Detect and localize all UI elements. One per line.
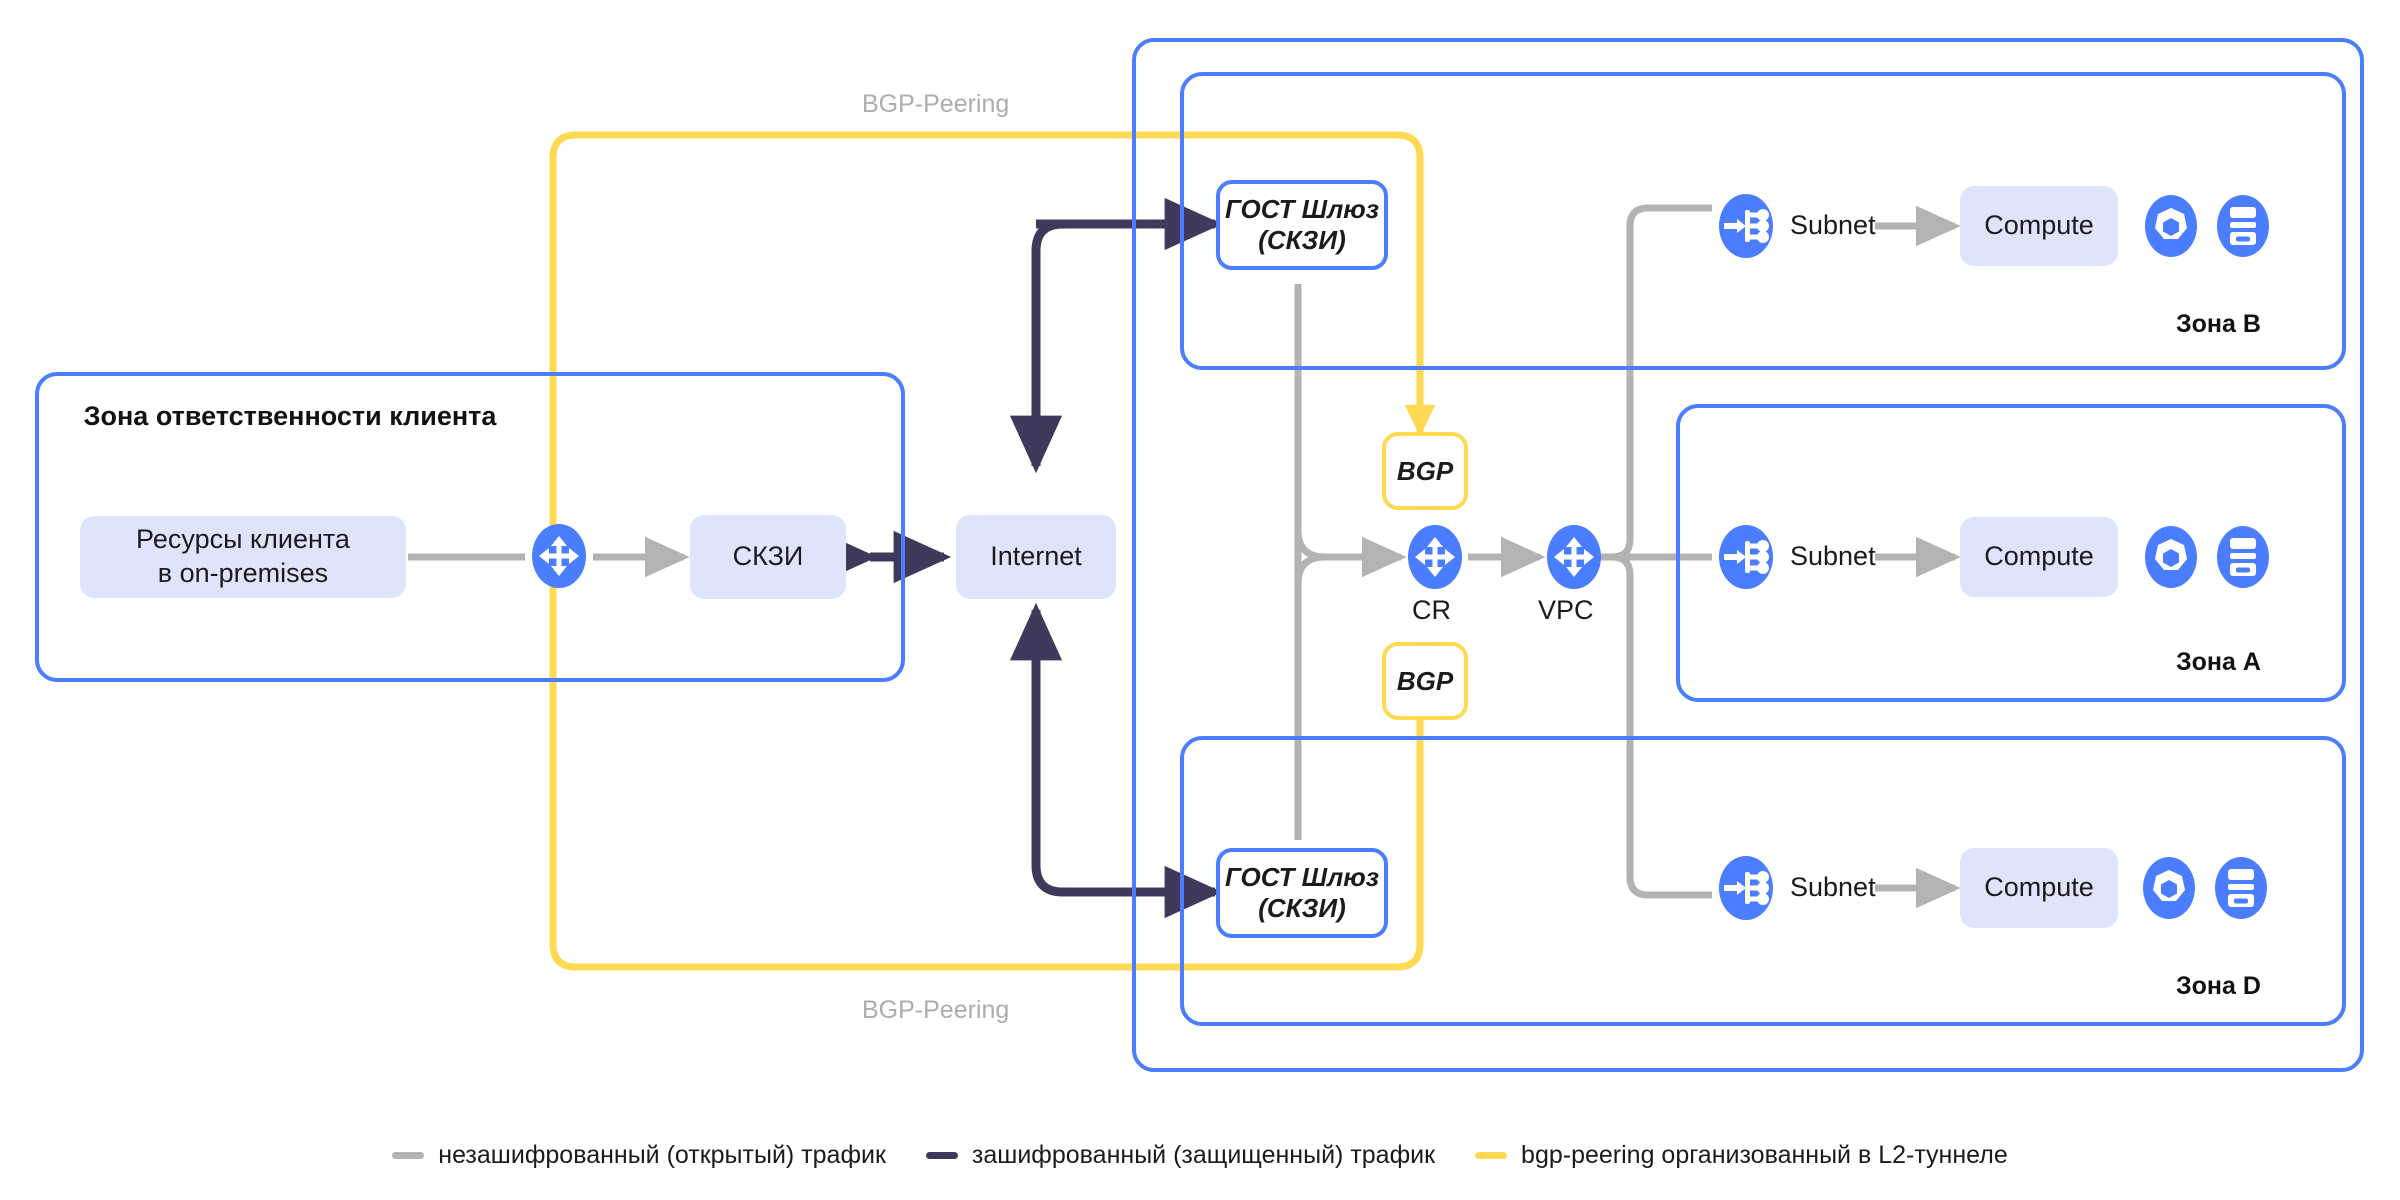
skzi-label: СКЗИ xyxy=(732,541,804,572)
vpc-router-icon xyxy=(1540,523,1608,591)
zone-b-subnet-icon xyxy=(1712,192,1780,260)
legend-swatch-plain-icon xyxy=(392,1151,425,1159)
grey-gateway-spine xyxy=(1294,284,1407,840)
zone-b-kubernetes-icon xyxy=(2140,192,2202,260)
bgp-box-top-label: BGP xyxy=(1396,455,1454,486)
zone-b-container xyxy=(1180,72,2346,370)
gost-gateway-bottom-line2: (СКЗИ) xyxy=(1258,893,1346,923)
zone-d-kubernetes-icon xyxy=(2138,854,2200,922)
zone-d-subnet-label: Subnet xyxy=(1790,872,1876,902)
legend-label-bgp: bgp-peering организованный в L2-туннеле xyxy=(1521,1140,2008,1169)
zone-a-label: Зона A xyxy=(2176,648,2261,676)
dark-internet-to-gateway-bottom xyxy=(1009,602,1223,919)
legend-swatch-encrypted-icon xyxy=(925,1151,958,1159)
gost-gateway-top-line2: (СКЗИ) xyxy=(1258,225,1346,255)
grey-subnet-compute-links xyxy=(1875,205,1961,909)
internet-box: Internet xyxy=(956,515,1116,599)
zone-d-subnet-icon xyxy=(1712,854,1780,922)
yellow-bgp-peering-top xyxy=(549,131,1436,560)
bgp-box-bottom-label: BGP xyxy=(1396,665,1454,696)
zone-a-subnet-label: Subnet xyxy=(1790,541,1876,571)
zone-a-kubernetes-icon xyxy=(2140,523,2202,591)
legend-item-plain: незашифрованный (открытый) трафик xyxy=(392,1141,886,1170)
cr-router-icon xyxy=(1401,523,1469,591)
zone-d-compute-label: Compute xyxy=(1984,872,2094,903)
legend-item-bgp: bgp-peering организованный в L2-туннеле xyxy=(1475,1141,2008,1170)
zone-a-compute-label: Compute xyxy=(1984,541,2094,572)
gost-gateway-top: ГОСТ Шлюз (СКЗИ) xyxy=(1216,180,1388,270)
legend-label-encrypted: зашифрованный (защищенный) трафик xyxy=(971,1140,1436,1169)
cloud-outer-container xyxy=(1132,38,2364,1072)
grey-vpc-subnet-bus xyxy=(1595,204,1712,899)
zone-d-database-icon xyxy=(2210,854,2272,922)
legend: незашифрованный (открытый) трафик зашифр… xyxy=(0,1130,2400,1180)
gost-gateway-top-line1: ГОСТ Шлюз xyxy=(1224,193,1380,224)
zone-b-compute-box: Compute xyxy=(1960,186,2118,266)
legend-label-plain: незашифрованный (открытый) трафик xyxy=(438,1140,886,1169)
skzi-box: СКЗИ xyxy=(690,515,846,599)
zone-d-label: Зона D xyxy=(2176,972,2261,1000)
bgp-box-top: BGP xyxy=(1382,432,1468,510)
onprem-resources-label: Ресурсы клиента в on-premises xyxy=(136,524,350,588)
dark-internet-to-gateway-top xyxy=(1009,197,1266,474)
bgp-box-bottom: BGP xyxy=(1382,642,1468,720)
zone-a-container xyxy=(1676,404,2346,702)
onprem-router-icon xyxy=(525,522,593,590)
onprem-resources-box: Ресурсы клиента Ресурсы клиента в on-pre… xyxy=(80,516,406,598)
legend-item-encrypted: зашифрованный (защищенный) трафик xyxy=(925,1140,1436,1170)
zone-b-database-icon xyxy=(2212,192,2274,260)
client-zone-title: Зона ответственности клиента xyxy=(83,401,497,431)
gost-gateway-bottom: ГОСТ Шлюз (СКЗИ) xyxy=(1216,848,1388,938)
zone-b-label: Зона B xyxy=(2176,310,2261,338)
cr-label: CR xyxy=(1412,595,1451,625)
zone-a-database-icon xyxy=(2212,523,2274,591)
zone-d-container xyxy=(1180,736,2346,1026)
zone-a-subnet-icon xyxy=(1712,523,1780,591)
vpc-label: VPC xyxy=(1538,595,1594,625)
bgp-peering-bottom-caption: BGP-Peering xyxy=(862,996,1010,1024)
client-responsibility-zone xyxy=(35,372,905,682)
internet-label: Internet xyxy=(990,541,1082,572)
yellow-bgp-peering-bottom xyxy=(549,555,1436,971)
legend-swatch-bgp-icon xyxy=(1475,1151,1508,1159)
zone-d-compute-box: Compute xyxy=(1960,848,2118,928)
zone-b-subnet-label: Subnet xyxy=(1790,210,1876,240)
zone-b-compute-label: Compute xyxy=(1984,210,2094,241)
gost-gateway-bottom-line1: ГОСТ Шлюз xyxy=(1224,861,1380,892)
bgp-peering-top-caption: BGP-Peering xyxy=(862,90,1010,118)
zone-a-compute-box: Compute xyxy=(1960,517,2118,597)
